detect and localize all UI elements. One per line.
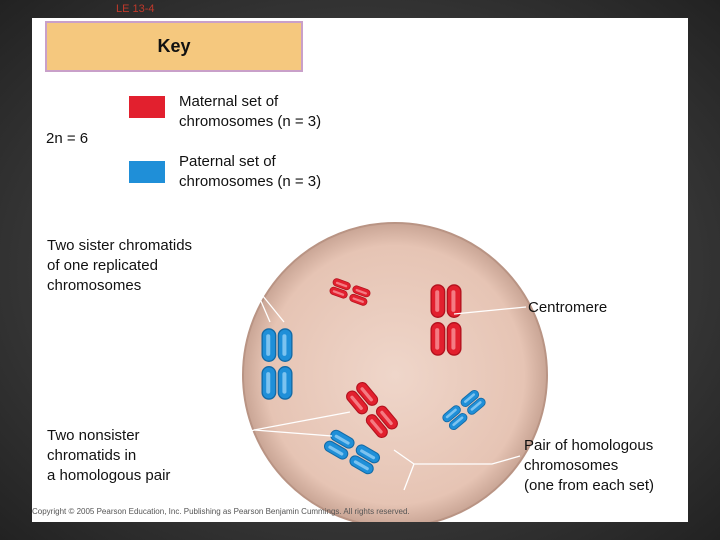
sister-chromatids-line3: chromosomes [47,277,142,294]
nonsister-chromatids-label: Two nonsister chromatids in a homologous… [47,426,217,486]
sister-chromatids-line1: Two sister chromatids [47,237,193,254]
paternal-swatch [129,161,165,183]
sister-chromatids-label: Two sister chromatids of one replicated … [47,236,247,296]
slide-tag: LE 13-4 [116,3,155,15]
maternal-label-line1: Maternal set of [179,93,279,110]
paternal-label-line1: Paternal set of [179,153,276,170]
nonsister-chromatids-line2: chromatids in [47,447,137,464]
key-box: Key [45,21,303,72]
leader-lines [206,284,527,491]
cell-diagram [206,222,548,522]
homologous-pair-label: Pair of homologous chromosomes (one from… [524,436,694,496]
key-title: Key [157,36,191,56]
homologous-pair-line1: Pair of homologous [524,437,654,454]
copyright-notice: Copyright © 2005 Pearson Education, Inc.… [32,507,410,516]
homologous-pair-line3: (one from each set) [524,477,655,494]
ploidy-label: 2n = 6 [46,130,89,147]
figure-panel: Key 2n = 6 Maternal set of chromosomes (… [32,18,688,522]
maternal-label: Maternal set of chromosomes (n = 3) [179,92,399,132]
centromere-label: Centromere [528,299,608,316]
sister-chromatids-line2: of one replicated [47,257,158,274]
maternal-label-line2: chromosomes (n = 3) [179,113,322,130]
paternal-label-line2: chromosomes (n = 3) [179,173,322,190]
paternal-label: Paternal set of chromosomes (n = 3) [179,152,399,192]
maternal-swatch [129,96,165,118]
cell-body [242,222,548,522]
nonsister-chromatids-line3: a homologous pair [47,467,171,484]
nonsister-chromatids-line1: Two nonsister [47,427,140,444]
homologous-pair-line2: chromosomes [524,457,619,474]
